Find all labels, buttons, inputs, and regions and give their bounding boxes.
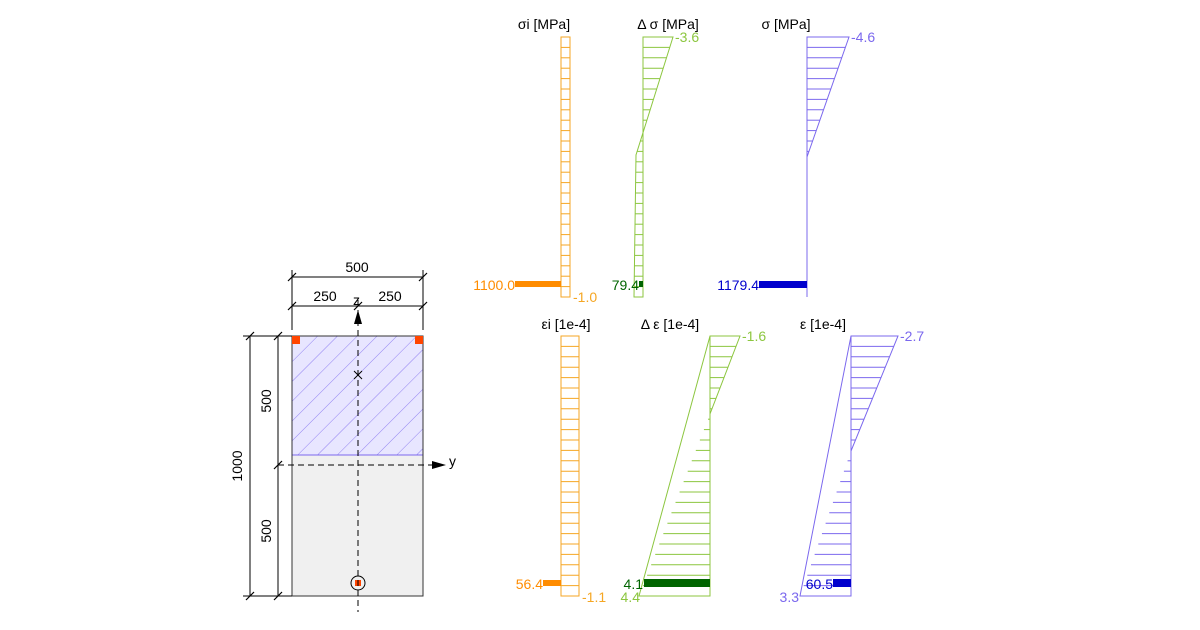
strain-initial-rebar-bar	[543, 580, 561, 586]
diagram-stress-delta: Δ σ [MPa] 79.4 -3.6	[612, 16, 699, 298]
stress-delta-shape	[633, 36, 674, 298]
dim-upper-height-label: 500	[258, 389, 274, 413]
diagram-stress-initial: σi [MPa] 1100.0 -1.0	[473, 16, 597, 305]
stress-total-hatch	[807, 46, 846, 152]
strain-initial-band	[560, 335, 580, 597]
strain-initial-bar-value: 56.4	[516, 576, 543, 592]
strain-delta-title: Δ ε [1e-4]	[641, 316, 699, 332]
strain-initial-title: εi [1e-4]	[541, 316, 590, 332]
strain-total-bar-value: 60.5	[806, 576, 833, 592]
stress-initial-bar-value: 1100.0	[473, 277, 515, 293]
stress-initial-band	[560, 36, 571, 298]
stress-delta-bar-value: 79.4	[612, 277, 639, 293]
strain-total-bottom-value: 3.3	[780, 589, 800, 605]
z-axis-arrow	[354, 310, 362, 324]
strain-total-rebar-bar	[833, 579, 851, 587]
stress-initial-title: σi [MPa]	[518, 16, 570, 32]
strain-total-top-value: -2.7	[900, 328, 924, 344]
stress-initial-hatch	[561, 46, 570, 288]
cross-section: z y 500 250 250 1000	[229, 259, 456, 612]
dimension-height: 1000	[229, 331, 292, 601]
stress-total-shape	[806, 36, 850, 158]
dimension-half-heights: 500 500	[258, 331, 283, 601]
dim-total-height-label: 1000	[229, 450, 245, 481]
dimension-half-widths: 250 250	[287, 288, 428, 311]
stress-delta-rebar-bar	[639, 281, 643, 287]
strain-delta-rebar-bar	[644, 579, 710, 587]
stress-delta-top-value: -3.6	[675, 29, 699, 45]
diagram-strain-total: ε [1e-4] 60.5 -2.7 3.3	[780, 316, 925, 605]
stress-total-title: σ [MPa]	[761, 16, 810, 32]
y-axis-label: y	[449, 453, 456, 469]
rebar-top-left	[292, 336, 300, 344]
z-axis-label: z	[353, 292, 360, 308]
strain-total-shape	[799, 335, 899, 597]
stress-total-rebar-bar	[759, 281, 807, 288]
rebar-top-right	[415, 336, 423, 344]
strain-delta-top-value: -1.6	[742, 328, 766, 344]
dim-half-left-label: 250	[313, 288, 337, 304]
dimension-width: 500	[287, 259, 428, 330]
strain-delta-bar-value: 4.1	[624, 576, 644, 592]
stress-delta-hatch	[634, 46, 670, 288]
stress-delta-title: Δ σ [MPa]	[637, 16, 699, 32]
diagram-strain-initial: εi [1e-4] 56.4 -1.1	[516, 316, 607, 605]
strain-delta-bottom-value: 4.4	[621, 589, 641, 605]
strain-total-title: ε [1e-4]	[800, 316, 846, 332]
stress-initial-bottom-value: -1.0	[573, 289, 597, 305]
strain-delta-shape	[638, 335, 741, 597]
strain-total-hatch	[800, 345, 894, 597]
diagram-strain-delta: Δ ε [1e-4] 4.1 -1.6 4.4	[621, 316, 767, 605]
dim-lower-height-label: 500	[258, 519, 274, 543]
stress-total-top-value: -4.6	[851, 29, 875, 45]
stress-initial-rebar-bar	[515, 281, 561, 287]
dim-half-right-label: 250	[378, 288, 402, 304]
dim-total-width-label: 500	[345, 259, 369, 275]
diagram-stress-total: σ [MPa] 1179.4 -4.6	[717, 16, 875, 297]
stress-total-bar-value: 1179.4	[717, 277, 759, 293]
strain-initial-bottom-value: -1.1	[582, 589, 606, 605]
strain-initial-hatch	[561, 345, 579, 597]
y-axis-arrow	[432, 461, 446, 469]
